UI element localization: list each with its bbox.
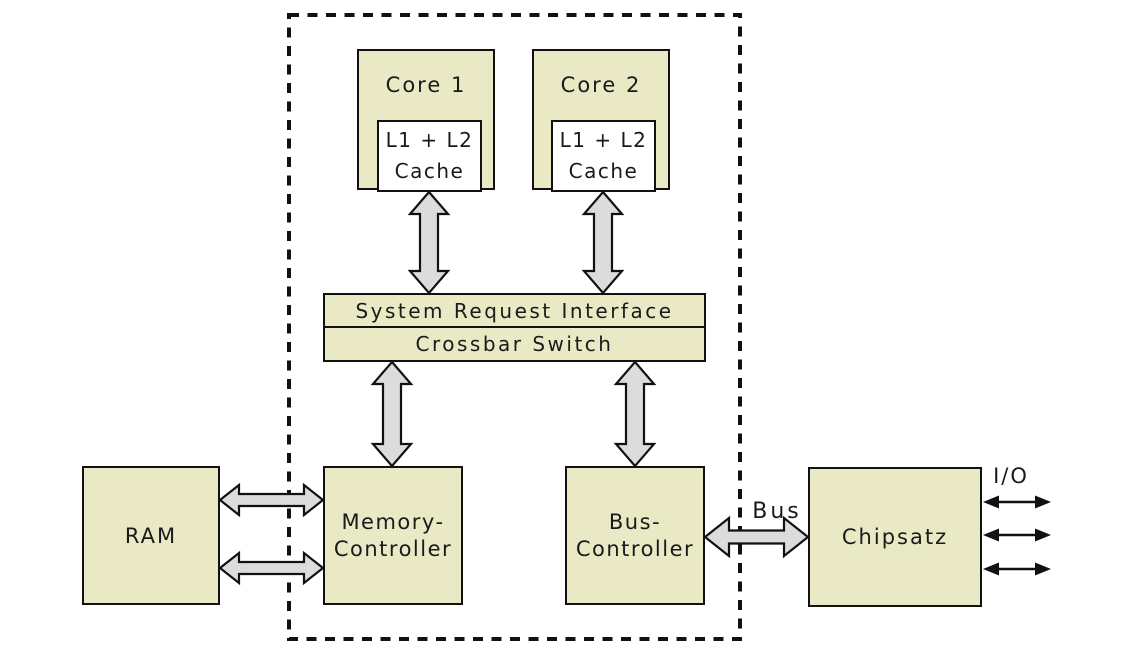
bus-controller-label-line1: Bus- — [608, 509, 662, 534]
node-system-request-interface: System Request Interface — [323, 293, 706, 328]
crossbar-label: Crossbar Switch — [415, 331, 614, 356]
io-arrow-2 — [983, 528, 1051, 542]
arrow-ram-memory-controller-1 — [218, 482, 325, 518]
cache1-label-line2: Cache — [394, 159, 465, 183]
node-chipset: Chipsatz — [808, 467, 982, 607]
cache1-label-line1: L1 + L2 — [385, 128, 474, 152]
memory-controller-label-line1: Memory- — [341, 509, 445, 534]
node-core2-cache: L1 + L2 Cache — [551, 120, 656, 192]
sri-label: System Request Interface — [355, 298, 674, 323]
arrow-ram-memory-controller-2 — [218, 550, 325, 586]
io-arrow-3 — [983, 562, 1051, 576]
memory-controller-label-line2: Controller — [333, 536, 453, 561]
node-core1-cache: L1 + L2 Cache — [377, 120, 482, 192]
node-ram: RAM — [82, 466, 220, 605]
io-arrow-1 — [983, 495, 1051, 509]
bus-label: Bus — [752, 499, 802, 524]
cache2-label-line2: Cache — [568, 159, 639, 183]
core1-label: Core 1 — [385, 73, 467, 97]
ram-label: RAM — [124, 523, 178, 548]
chipset-label: Chipsatz — [841, 525, 949, 549]
cache2-label-line1: L1 + L2 — [559, 128, 648, 152]
core2-label: Core 2 — [560, 73, 642, 97]
arrow-cache2-sri — [581, 190, 625, 295]
node-crossbar-switch: Crossbar Switch — [323, 325, 706, 362]
node-memory-controller: Memory- Controller — [323, 466, 463, 605]
arrow-crossbar-bus-controller — [613, 360, 657, 468]
arrow-cache1-sri — [407, 190, 451, 295]
arrow-crossbar-memory-controller — [370, 360, 414, 468]
cpu-die-dashed-boundary — [287, 13, 742, 641]
bus-controller-label-line2: Controller — [575, 536, 695, 561]
io-label: I/O — [993, 464, 1029, 488]
node-bus-controller: Bus- Controller — [565, 466, 705, 605]
